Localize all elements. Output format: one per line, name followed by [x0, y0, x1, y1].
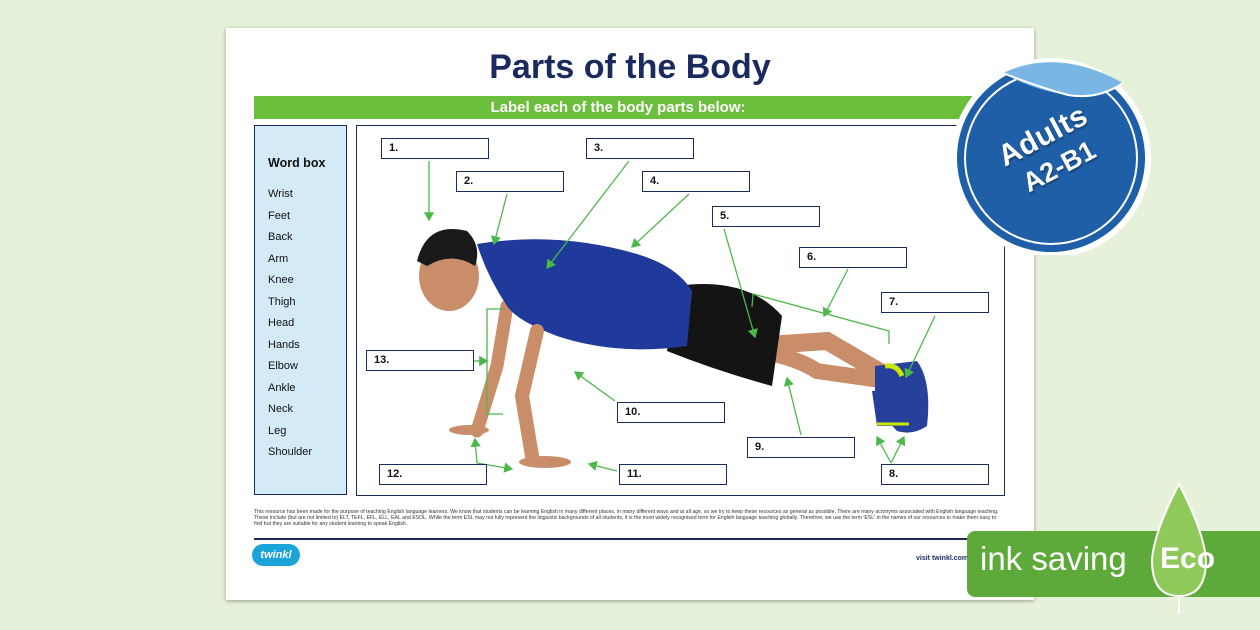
leaf-icon	[1150, 481, 1208, 614]
visit-link[interactable]: visit twinkl.com	[916, 555, 969, 562]
word-item: Thigh	[268, 295, 296, 308]
twinkl-logo: twinkl	[252, 544, 300, 566]
word-item: Feet	[268, 209, 291, 222]
word-item: Back	[268, 231, 293, 243]
answer-box-10[interactable]: 10.	[617, 402, 725, 423]
word-box-heading: Word box	[268, 156, 326, 170]
answer-box-3[interactable]: 3.	[586, 138, 694, 159]
eco-label: ink saving	[980, 540, 1127, 577]
answer-box-11[interactable]: 11.	[619, 464, 727, 485]
answer-box-1[interactable]: 1.	[381, 138, 489, 159]
word-item: Knee	[268, 274, 294, 286]
figure-panel: 1. 2. 3. 4. 5. 6. 7. 8. 9. 10. 11. 12. 1…	[356, 125, 1005, 496]
pushup-man-illustration	[417, 160, 936, 473]
answer-box-4[interactable]: 4.	[642, 171, 750, 192]
word-list: Wrist Feet Back Arm Knee Thigh Head Hand…	[268, 184, 346, 464]
eco-word: Eco	[1160, 542, 1216, 575]
answer-box-5[interactable]: 5.	[712, 206, 820, 227]
word-item: Wrist	[268, 188, 293, 200]
instruction-banner: Label each of the body parts below:	[254, 96, 982, 119]
answer-box-7[interactable]: 7.	[881, 292, 989, 313]
word-item: Ankle	[268, 381, 296, 394]
word-item: Shoulder	[268, 446, 313, 458]
answer-box-12[interactable]: 12.	[379, 464, 487, 485]
answer-box-8[interactable]: 8.	[881, 464, 989, 485]
word-item: Leg	[268, 424, 287, 437]
word-item: Head	[268, 317, 295, 329]
answer-box-6[interactable]: 6.	[799, 247, 907, 268]
footer-divider	[254, 538, 1006, 540]
worksheet-page: Parts of the Body Label each of the body…	[226, 28, 1034, 600]
word-box: Word box Wrist Feet Back Arm Knee Thigh …	[254, 125, 347, 495]
eco-banner	[967, 531, 1260, 597]
answer-box-2[interactable]: 2.	[456, 171, 564, 192]
answer-box-9[interactable]: 9.	[747, 437, 855, 458]
answer-box-13[interactable]: 13.	[366, 350, 474, 371]
word-item: Elbow	[268, 360, 298, 372]
word-item: Arm	[268, 252, 289, 265]
badge-sticker-icon	[951, 58, 1151, 258]
disclaimer-text: This resource has been made for the purp…	[254, 509, 999, 528]
word-item: Hands	[268, 338, 300, 351]
word-item: Neck	[268, 403, 294, 415]
page-title: Parts of the Body	[489, 48, 771, 86]
level-badge: Adults A2-B1	[948, 55, 1158, 258]
